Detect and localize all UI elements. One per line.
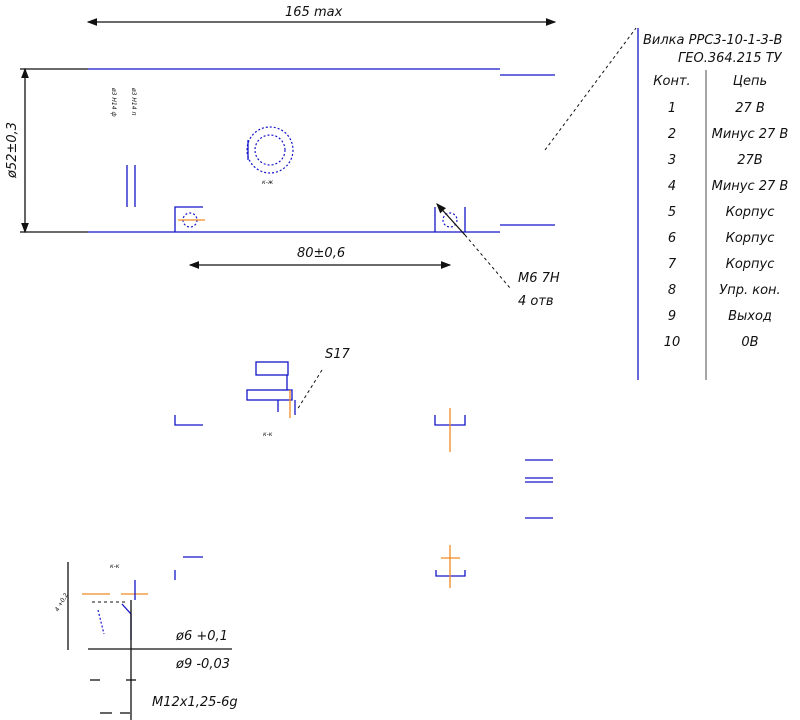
body-side-view: к-ж ø3 Н14 ф ø3 Н14 п [20, 68, 555, 233]
inner-diameter-label: ø6 +0,1 [175, 629, 228, 644]
thread-detail: 4 +0,2 к-к ø6 +0,1 ø9 -0,03 M12x1,25-6g [54, 562, 238, 720]
pin-circuit: 27 В [735, 101, 765, 116]
pin-number: 8 [668, 283, 676, 298]
pin-circuit: Корпус [726, 257, 775, 272]
pin-number: 7 [668, 257, 677, 272]
thread-label: M12x1,25-6g [152, 695, 238, 710]
diameter-label: ø52±0,3 [5, 122, 20, 179]
pin-circuit: Корпус [726, 205, 775, 220]
diameter-dimension: ø52±0,3 [5, 67, 29, 234]
nut-view: S17 к-к [246, 347, 351, 438]
pin-circuit: Минус 27 В [712, 127, 789, 142]
vertical-label-b: ø3 Н14 п [130, 87, 137, 115]
circle-caption: к-ж [262, 179, 274, 186]
connector-leader-line [544, 27, 637, 151]
pin-number: 3 [668, 153, 676, 168]
wrench-size-label: S17 [325, 347, 351, 362]
pin-number: 4 [668, 179, 676, 194]
vertical-label-a: ø3 Н14 ф [110, 87, 117, 117]
detail-caption: к-к [110, 563, 120, 570]
pin-number: 2 [668, 127, 676, 142]
pin-number: 1 [668, 101, 676, 116]
pin-number: 10 [664, 335, 681, 350]
header-circuit: Цепь [733, 74, 767, 89]
nut-caption: к-к [263, 431, 273, 438]
hole-count-label: 4 отв [518, 294, 554, 309]
pin-number: 9 [668, 309, 676, 324]
header-contact: Конт. [653, 74, 690, 89]
pin-circuit: 0В [741, 335, 758, 350]
overall-length-label: 165 max [285, 5, 343, 20]
section-fragments [174, 408, 553, 588]
hole-thread-label: M6 7H [518, 271, 560, 286]
connector-spec: ГЕО.364.215 ТУ [678, 51, 783, 66]
hole-spacing-label: 80±0,6 [297, 246, 345, 261]
hole-spacing-dimension: 80±0,6 [188, 246, 452, 269]
pin-circuit: 27В [737, 153, 763, 168]
overall-length-dimension: 165 max [86, 5, 557, 26]
connector-pinout-table: Вилка РРС3-10-1-3-В ГЕО.364.215 ТУ Конт.… [637, 28, 789, 380]
pin-circuit: Выход [728, 309, 772, 324]
pin-number: 5 [668, 205, 676, 220]
pin-circuit: Упр. кон. [719, 283, 780, 298]
pin-circuit: Минус 27 В [712, 179, 789, 194]
pin-circuit: Корпус [726, 231, 775, 246]
pin-number: 6 [668, 231, 676, 246]
hole-callout: M6 7H 4 отв [436, 203, 560, 309]
outer-diameter-label: ø9 -0,03 [175, 657, 230, 672]
connector-title: Вилка РРС3-10-1-3-В [643, 33, 783, 48]
